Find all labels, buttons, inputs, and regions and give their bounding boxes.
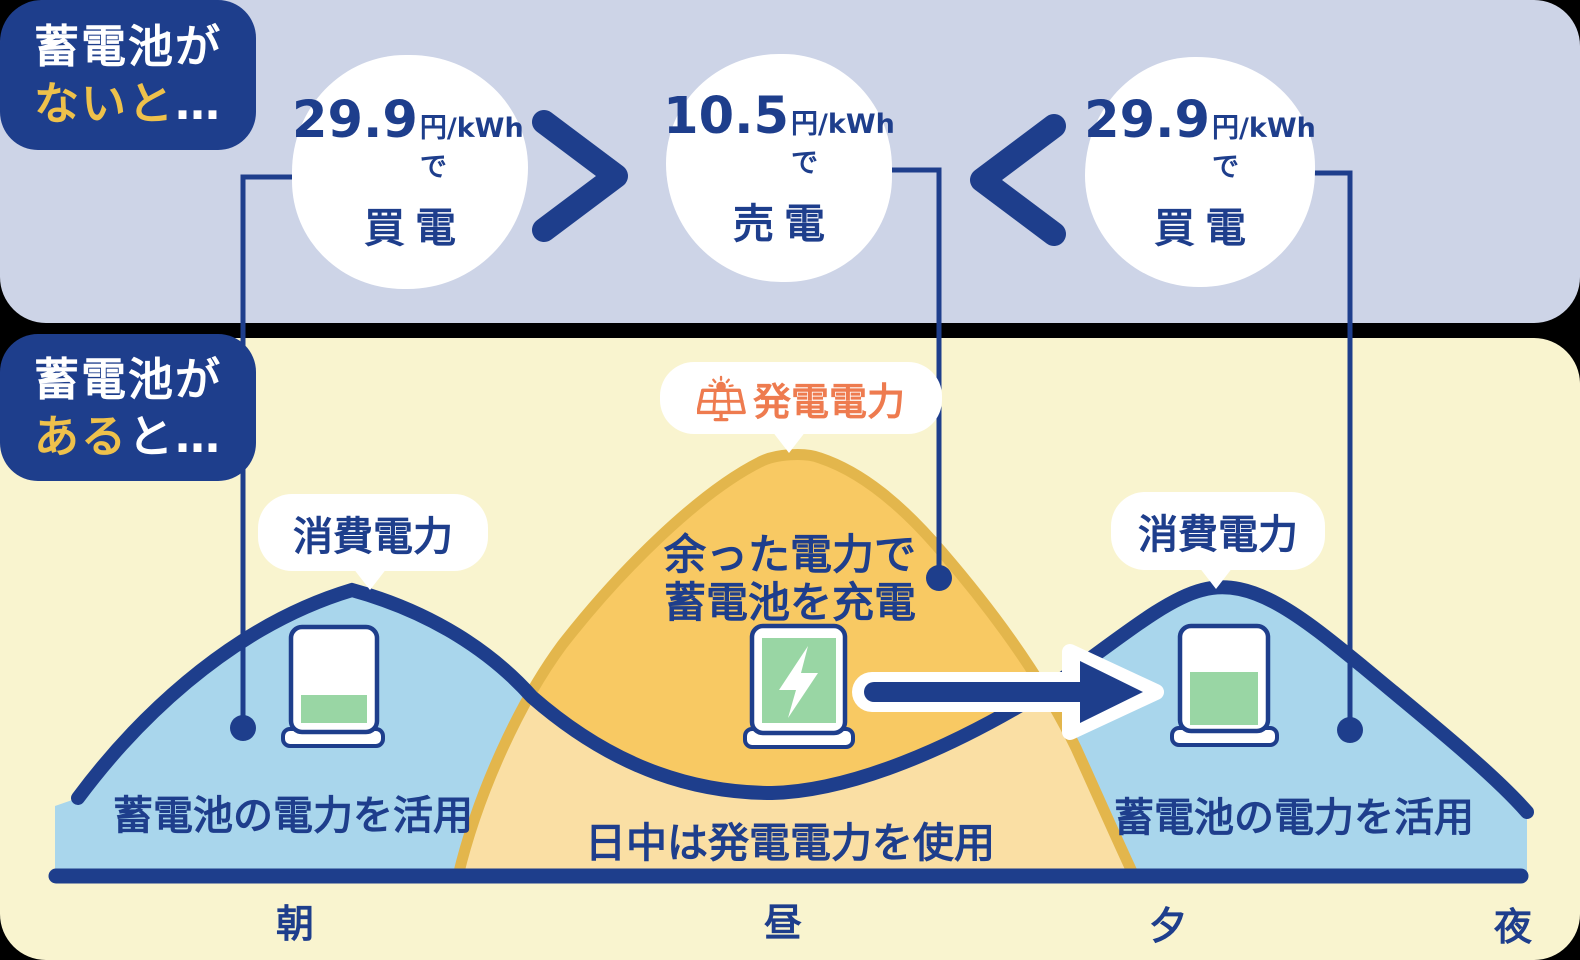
time-label-night: 夜: [1493, 905, 1532, 949]
generation-label: 発電電力: [752, 379, 905, 424]
time-label-morning: 朝: [275, 902, 314, 946]
title-line1: 蓄電池が: [33, 20, 222, 73]
consumption-label: 消費電力: [1138, 512, 1298, 558]
price-action: 買電: [364, 203, 466, 252]
consumption-bubble-right: 消費電力: [1111, 492, 1325, 589]
consumption-label: 消費電力: [293, 513, 453, 560]
title-line2: ないと…: [0, 75, 256, 132]
generation-bubble: 発電電力: [660, 362, 942, 453]
with-battery-title: 蓄電池が あると…: [0, 334, 256, 481]
price-unit: 円/kWhで: [791, 108, 895, 179]
solar-panel-icon: [696, 375, 746, 422]
price-value: 10.5: [663, 86, 790, 146]
title-highlight: ないと: [33, 77, 175, 130]
consumption-bubble-left: 消費電力: [258, 494, 488, 590]
surplus-note-line2: 蓄電池を充電: [663, 578, 916, 627]
title-line2: あると…: [0, 408, 256, 465]
battery-use-note-right: 蓄電池の電力を活用: [1114, 795, 1474, 841]
price-unit: 円/kWhで: [419, 112, 524, 183]
price-value: 29.9: [1084, 90, 1211, 150]
price-unit: 円/kWhで: [1212, 112, 1316, 183]
time-label-noon: 昼: [763, 901, 802, 945]
panel-grid: [699, 388, 744, 414]
price-action: 売電: [733, 199, 835, 248]
title-line1: 蓄電池が: [33, 352, 222, 406]
battery-use-note-left: 蓄電池の電力を活用: [113, 793, 473, 839]
time-label-evening: 夕: [1148, 904, 1187, 948]
without-battery-title: 蓄電池が ないと…: [0, 0, 256, 150]
sun-rays: [708, 375, 734, 388]
title-highlight: ある: [33, 409, 128, 463]
daytime-use-note: 日中は発電電力を使用: [585, 819, 995, 867]
title-rest: …: [175, 77, 222, 130]
price-action: 買電: [1154, 203, 1256, 252]
surplus-note-line1: 余った電力で: [663, 530, 916, 579]
price-value: 29.9: [292, 90, 418, 150]
title-rest: と…: [128, 409, 223, 463]
panel-pole: [713, 410, 729, 422]
